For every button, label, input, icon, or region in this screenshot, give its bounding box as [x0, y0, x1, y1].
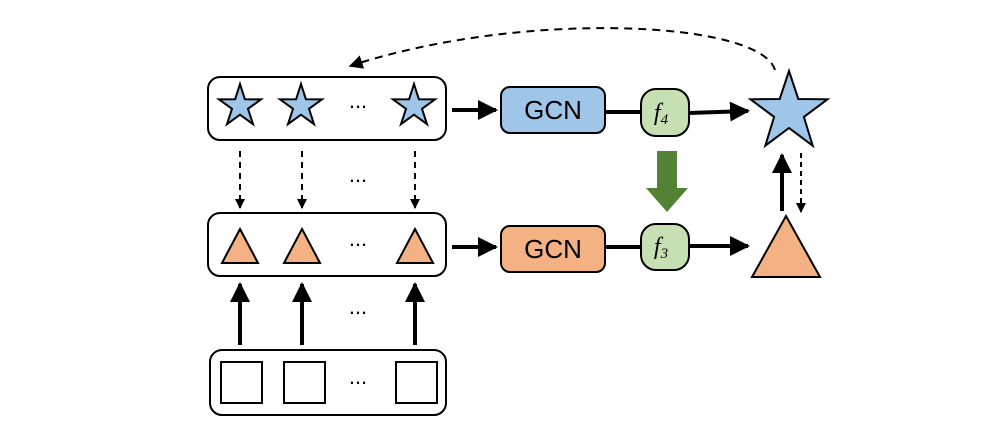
square-icon	[220, 361, 263, 404]
square-icon	[395, 361, 438, 404]
output-star-icon	[747, 67, 831, 149]
triangle-row: ...	[207, 212, 447, 277]
solid-arrow	[688, 101, 750, 122]
triangle-icon	[220, 226, 260, 264]
f4-label: f4	[654, 100, 669, 128]
star-icon	[276, 80, 326, 127]
square-to-triangle-arrows: ...	[230, 282, 425, 345]
triangle-icon	[282, 226, 322, 264]
f4-base: f	[654, 100, 664, 126]
star-to-triangle-arrows: ...	[235, 151, 420, 209]
f3-base: f	[654, 234, 664, 260]
triangle-icon	[395, 226, 435, 264]
middle-gap-ellipsis: ...	[349, 162, 367, 187]
star-icon	[389, 80, 439, 127]
square-row: ...	[209, 349, 447, 416]
gcn-bottom-label: GCN	[524, 234, 582, 264]
triangle-row-box	[207, 212, 447, 277]
square-row-box	[209, 349, 447, 416]
lower-gap-ellipsis: ...	[349, 294, 367, 319]
green-down-arrow	[646, 151, 688, 212]
star-row-box	[207, 76, 447, 141]
feedback-dashed-arc	[348, 27, 776, 71]
square-row-ellipsis: ...	[349, 364, 367, 389]
square-icon	[283, 361, 326, 404]
f3-label: f3	[654, 234, 668, 262]
f3-subscript: 3	[660, 246, 669, 262]
bottom-pipeline: GCN f3	[452, 213, 822, 278]
star-icon	[215, 80, 265, 127]
star-row: ...	[207, 76, 447, 141]
star-row-ellipsis: ...	[349, 88, 367, 113]
triangle-row-ellipsis: ...	[349, 226, 367, 251]
top-pipeline: GCN f4	[452, 67, 831, 149]
f4-subscript: 4	[661, 112, 669, 128]
output-triangle-icon	[750, 213, 822, 278]
gcn-top-label: GCN	[524, 95, 582, 125]
